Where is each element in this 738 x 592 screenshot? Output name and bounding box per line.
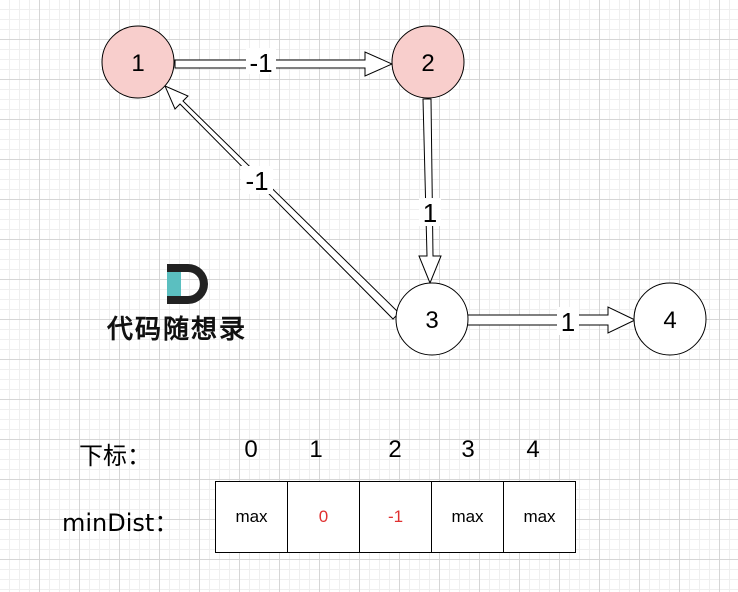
mindist-cell-1: 0 — [288, 482, 360, 552]
mindist-cell-2: -1 — [360, 482, 432, 552]
mindist-table: max 0 -1 max max — [215, 481, 576, 553]
node-2-circle — [391, 25, 465, 99]
node-1: 1 — [101, 25, 175, 99]
index-1: 1 — [309, 436, 323, 463]
node-1-label: 1 — [131, 50, 144, 77]
mindist-cell-0: max — [216, 482, 288, 552]
edge-3-4: 1 — [466, 306, 637, 337]
node-3-label: 3 — [425, 307, 438, 334]
index-4: 4 — [526, 436, 540, 463]
node-2-label: 2 — [421, 50, 434, 77]
logo-text: 代码随想录 — [106, 314, 247, 345]
edge-weight-3-4: 1 — [561, 307, 575, 337]
mindist-row-label: minDist： — [62, 509, 179, 537]
node-4: 4 — [633, 282, 707, 356]
mindist-cell-3: max — [432, 482, 504, 552]
node-2: 2 — [391, 25, 465, 99]
edge-1-2: -1 — [174, 48, 394, 78]
node-3-circle — [395, 282, 469, 356]
index-row-label: 下标： — [79, 442, 151, 470]
logo: 代码随想录 — [106, 264, 247, 345]
index-0: 0 — [244, 436, 258, 463]
mindist-cell-4: max — [523, 507, 556, 526]
index-2: 2 — [388, 436, 402, 463]
node-4-label: 4 — [663, 307, 676, 334]
node-1-circle — [101, 25, 175, 99]
node-3: 3 — [395, 282, 469, 356]
edge-weight-3-1: -1 — [245, 166, 268, 196]
edge-3-1: -1 — [164, 85, 400, 320]
edge-weight-2-3: 1 — [423, 198, 437, 228]
edge-2-3: 1 — [418, 98, 442, 285]
node-4-circle — [633, 282, 707, 356]
logo-mark-icon — [167, 264, 208, 304]
index-3: 3 — [461, 436, 475, 463]
edge-weight-1-2: -1 — [249, 48, 272, 78]
